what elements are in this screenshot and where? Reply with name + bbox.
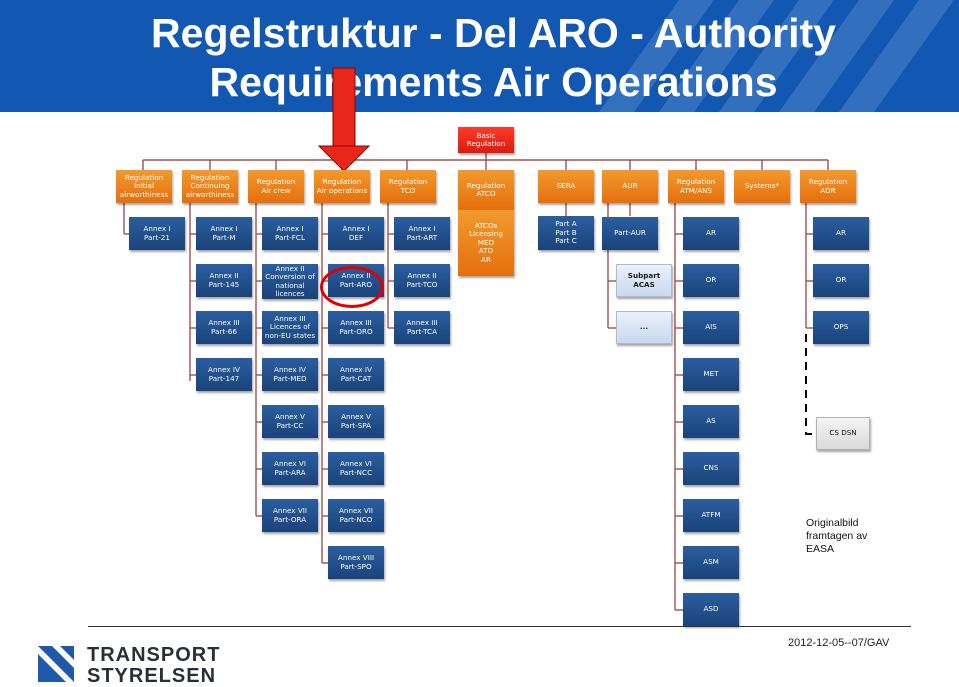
annex-box: Annex VI Part-ARA [262, 452, 318, 485]
reg-sera: SERA [538, 170, 594, 203]
red-arrow-icon [317, 67, 371, 172]
footer-date: 2012-12-05--07/GAV [788, 637, 890, 649]
annex-box: Annex III Part-TCA [394, 311, 450, 344]
annex-box: Annex I DEF [328, 217, 384, 250]
cs-dsn-box: CS DSN [816, 417, 870, 450]
atm-box: ASD [683, 593, 739, 626]
adr-box: OPS [813, 311, 869, 344]
annex-box: Annex IV Part-CAT [328, 358, 384, 391]
annex-box: Annex VII Part-NCO [328, 499, 384, 532]
ellipsis-box: ... [616, 311, 672, 344]
transportstyrelsen-logo-icon [38, 646, 74, 682]
sera-parts-box: Part A Part B Part C [538, 216, 594, 250]
reg-tco: Regulation TCO [380, 170, 436, 203]
subpart-acas-box: Subpart ACAS [616, 264, 672, 297]
reg-continuing-airworthiness: Regulation Continuing airworthiness [182, 170, 238, 203]
annex-box: Annex IV Part-147 [196, 358, 252, 391]
atm-box: OR [683, 264, 739, 297]
reg-systems: Systems* [734, 170, 790, 203]
annex-box: Annex I Part-M [196, 217, 252, 250]
atm-box: CNS [683, 452, 739, 485]
annex-box: Annex VIII Part-SPO [328, 546, 384, 579]
annex-box: Annex IV Part-MED [262, 358, 318, 391]
reg-initial-airworthiness: Regulation Initial airworthiness [116, 170, 172, 203]
reg-air-crew: Regulation Air crew [248, 170, 304, 203]
annex-box: Annex I Part-ART [394, 217, 450, 250]
annex-box: Annex V Part-CC [262, 405, 318, 438]
page-title-line-1: Regelstruktur - Del ARO - Authority [151, 10, 836, 56]
footer-divider [88, 626, 911, 627]
annex-box: Annex II Part-145 [196, 264, 252, 297]
logo-text-line-1: TRANSPORT [87, 644, 221, 666]
atco-details-box: ATCOs Licensing MED ATO AR [458, 210, 514, 276]
header-decoration [599, 0, 954, 112]
annex-box: Annex II Conversion of national licences [262, 264, 318, 299]
logo-text-line-2: STYRELSEN [87, 665, 217, 687]
source-note: Originalbild framtagen av EASA [806, 517, 868, 555]
page-title-line-2: Requirements Air Operations [209, 59, 778, 105]
adr-box: OR [813, 264, 869, 297]
reg-aur: AUR [602, 170, 658, 203]
atm-box: AIS [683, 311, 739, 344]
annex-box: Annex III Part-66 [196, 311, 252, 344]
annex-box: Annex VI Part-NCC [328, 452, 384, 485]
reg-atco: Regulation ATCO [458, 170, 514, 210]
annex-box: Annex I Part-21 [129, 217, 185, 250]
annex-box: Annex V Part-SPA [328, 405, 384, 438]
atm-box: AR [683, 217, 739, 250]
reg-air-operations: Regulation Air operations [314, 170, 370, 203]
highlight-circle [320, 266, 384, 308]
annex-box: Annex I Part-FCL [262, 217, 318, 250]
basic-regulation-box: Basic Regulation [458, 127, 514, 153]
reg-atm-ans: Regulation ATM/ANS [668, 170, 724, 203]
atm-box: AS [683, 405, 739, 438]
annex-box: Annex VII Part-ORA [262, 499, 318, 532]
annex-box: Annex III Part-ORO [328, 311, 384, 344]
annex-box: Annex III Licences of non-EU states [262, 311, 318, 344]
part-aur-box: Part-AUR [602, 217, 658, 250]
reg-adr: Regulation ADR [800, 170, 856, 203]
atm-box: MET [683, 358, 739, 391]
adr-box: AR [813, 217, 869, 250]
annex-box: Annex II Part-TCO [394, 264, 450, 297]
atm-box: ASM [683, 546, 739, 579]
header-banner [0, 0, 959, 112]
atm-box: ATFM [683, 499, 739, 532]
